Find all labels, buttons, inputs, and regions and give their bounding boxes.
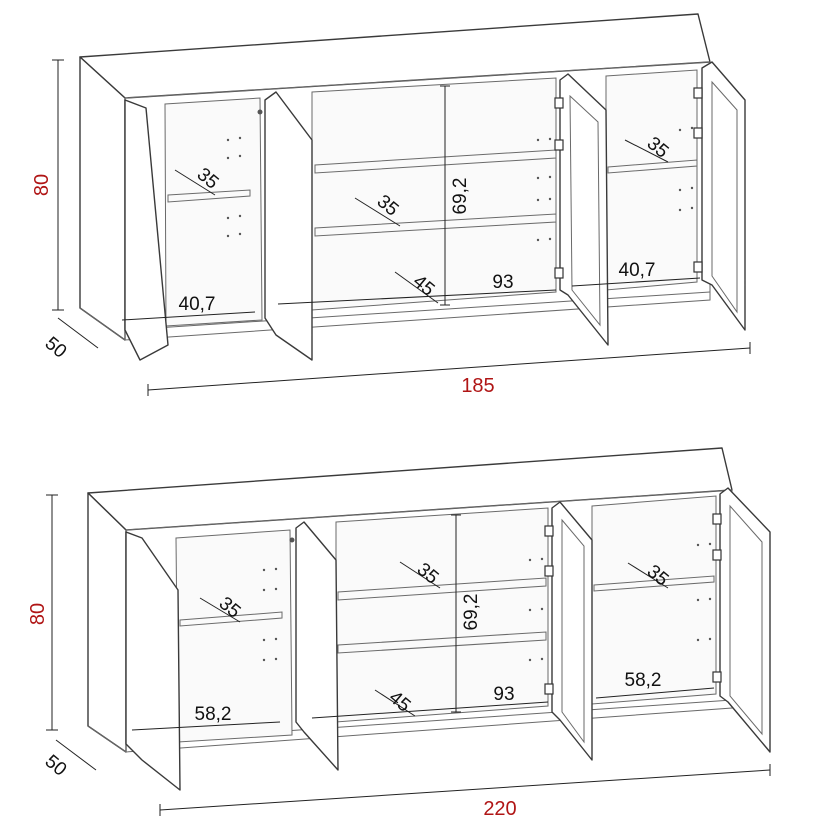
width-label: 220 [483,798,516,820]
depth-label: 50 [41,333,71,363]
inner-width-left-label: 40,7 [179,294,216,315]
middle-left-door [295,521,339,771]
inner-width-left-label: 58,2 [195,704,232,725]
right-glass-door [719,487,771,753]
left-door [124,99,169,361]
left-door [125,531,181,791]
door-hinges [554,87,703,279]
middle-left-door [264,91,313,361]
interior-height-label: 69,2 [461,594,482,631]
height-label: 80 [27,603,49,625]
shelf-pin-holes [262,542,712,662]
sideboard-220-drawing: 80 50 220 35 35 35 69,2 45 93 58,2 58,2 [27,447,771,820]
inner-width-right-label: 58,2 [625,670,662,691]
inner-width-middle-label: 93 [493,684,514,705]
inner-width-middle-label: 93 [492,272,513,293]
left-side-panel [79,56,126,341]
left-side-panel [87,492,127,753]
inner-width-right-label: 40,7 [619,260,656,281]
width-label: 185 [461,375,494,397]
depth-label: 50 [41,751,71,781]
interior-height-label: 69,2 [450,178,471,215]
sideboard-185-drawing: 80 50 185 35 35 35 69,2 45 93 40,7 [31,13,751,397]
right-glass-door [701,61,746,331]
door-hinges [544,513,722,695]
shelf-pin-holes [226,126,694,242]
height-label: 80 [31,174,53,196]
middle-right-glass-door [551,501,593,761]
